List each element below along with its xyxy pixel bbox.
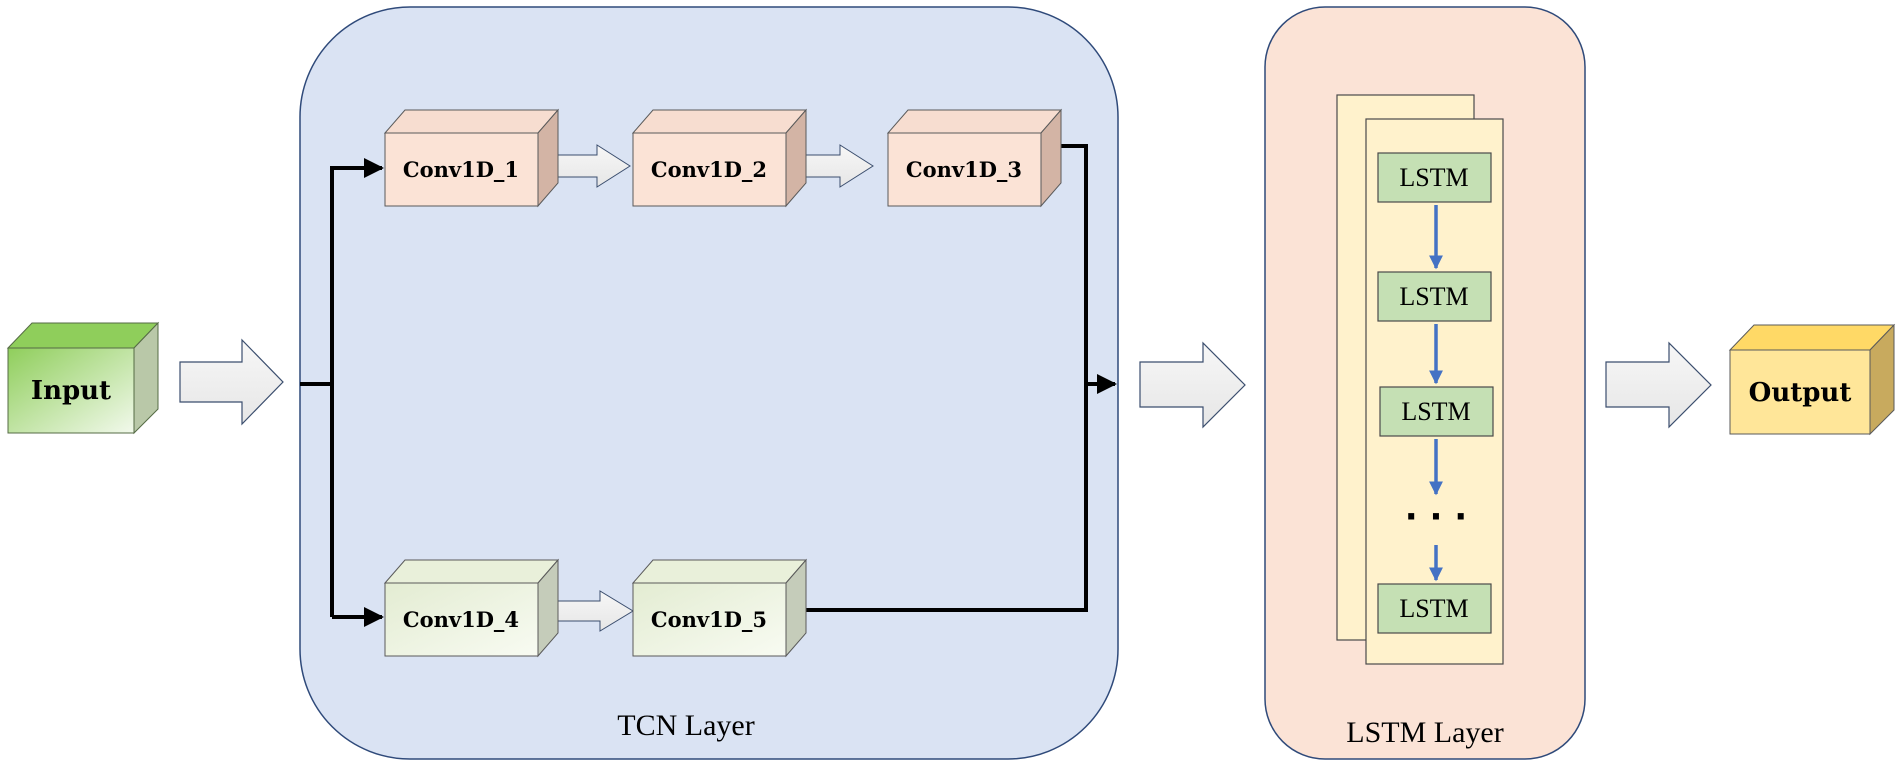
lstm-cell-4: LSTM — [1377, 583, 1492, 634]
conv1d-1-block: Conv1D_1 — [383, 108, 560, 208]
conv1d-2-label: Conv1D_2 — [651, 157, 767, 182]
tcn-to-lstm-arrow — [1139, 341, 1246, 429]
output-label: Output — [1749, 378, 1852, 408]
output-block: Output — [1728, 323, 1896, 436]
lstm-cell-2: LSTM — [1377, 271, 1492, 322]
conv4-to-conv5-arrow — [557, 590, 634, 632]
conv1d-4-block: Conv1D_4 — [383, 558, 560, 658]
lstm-cell-4-label: LSTM — [1399, 594, 1468, 623]
input-block: Input — [6, 321, 160, 435]
lstm-cell-3-label: LSTM — [1401, 397, 1470, 426]
lstm-cell-2-label: LSTM — [1399, 282, 1468, 311]
lstm-ellipsis: · · · — [1405, 497, 1467, 537]
conv1d-2-block: Conv1D_2 — [631, 108, 808, 208]
lstm-layer-label: LSTM Layer — [1346, 716, 1503, 749]
conv1d-3-block: Conv1D_3 — [886, 108, 1063, 208]
conv1-to-conv2-arrow — [554, 144, 631, 188]
tcn-branch-lines — [300, 144, 1117, 627]
conv1d-5-block: Conv1D_5 — [631, 558, 808, 658]
conv1d-3-label: Conv1D_3 — [906, 157, 1022, 182]
lstm-to-output-arrow — [1605, 341, 1712, 429]
lstm-cell-3: LSTM — [1379, 386, 1494, 437]
lstm-cell-1: LSTM — [1377, 152, 1492, 203]
conv1d-4-label: Conv1D_4 — [403, 607, 519, 632]
conv1d-5-label: Conv1D_5 — [651, 607, 767, 632]
lstm-cell-1-label: LSTM — [1399, 163, 1468, 192]
input-to-tcn-arrow — [179, 338, 284, 426]
conv1d-1-label: Conv1D_1 — [403, 157, 519, 182]
tcn-layer-label: TCN Layer — [617, 709, 754, 742]
input-label: Input — [31, 376, 111, 406]
